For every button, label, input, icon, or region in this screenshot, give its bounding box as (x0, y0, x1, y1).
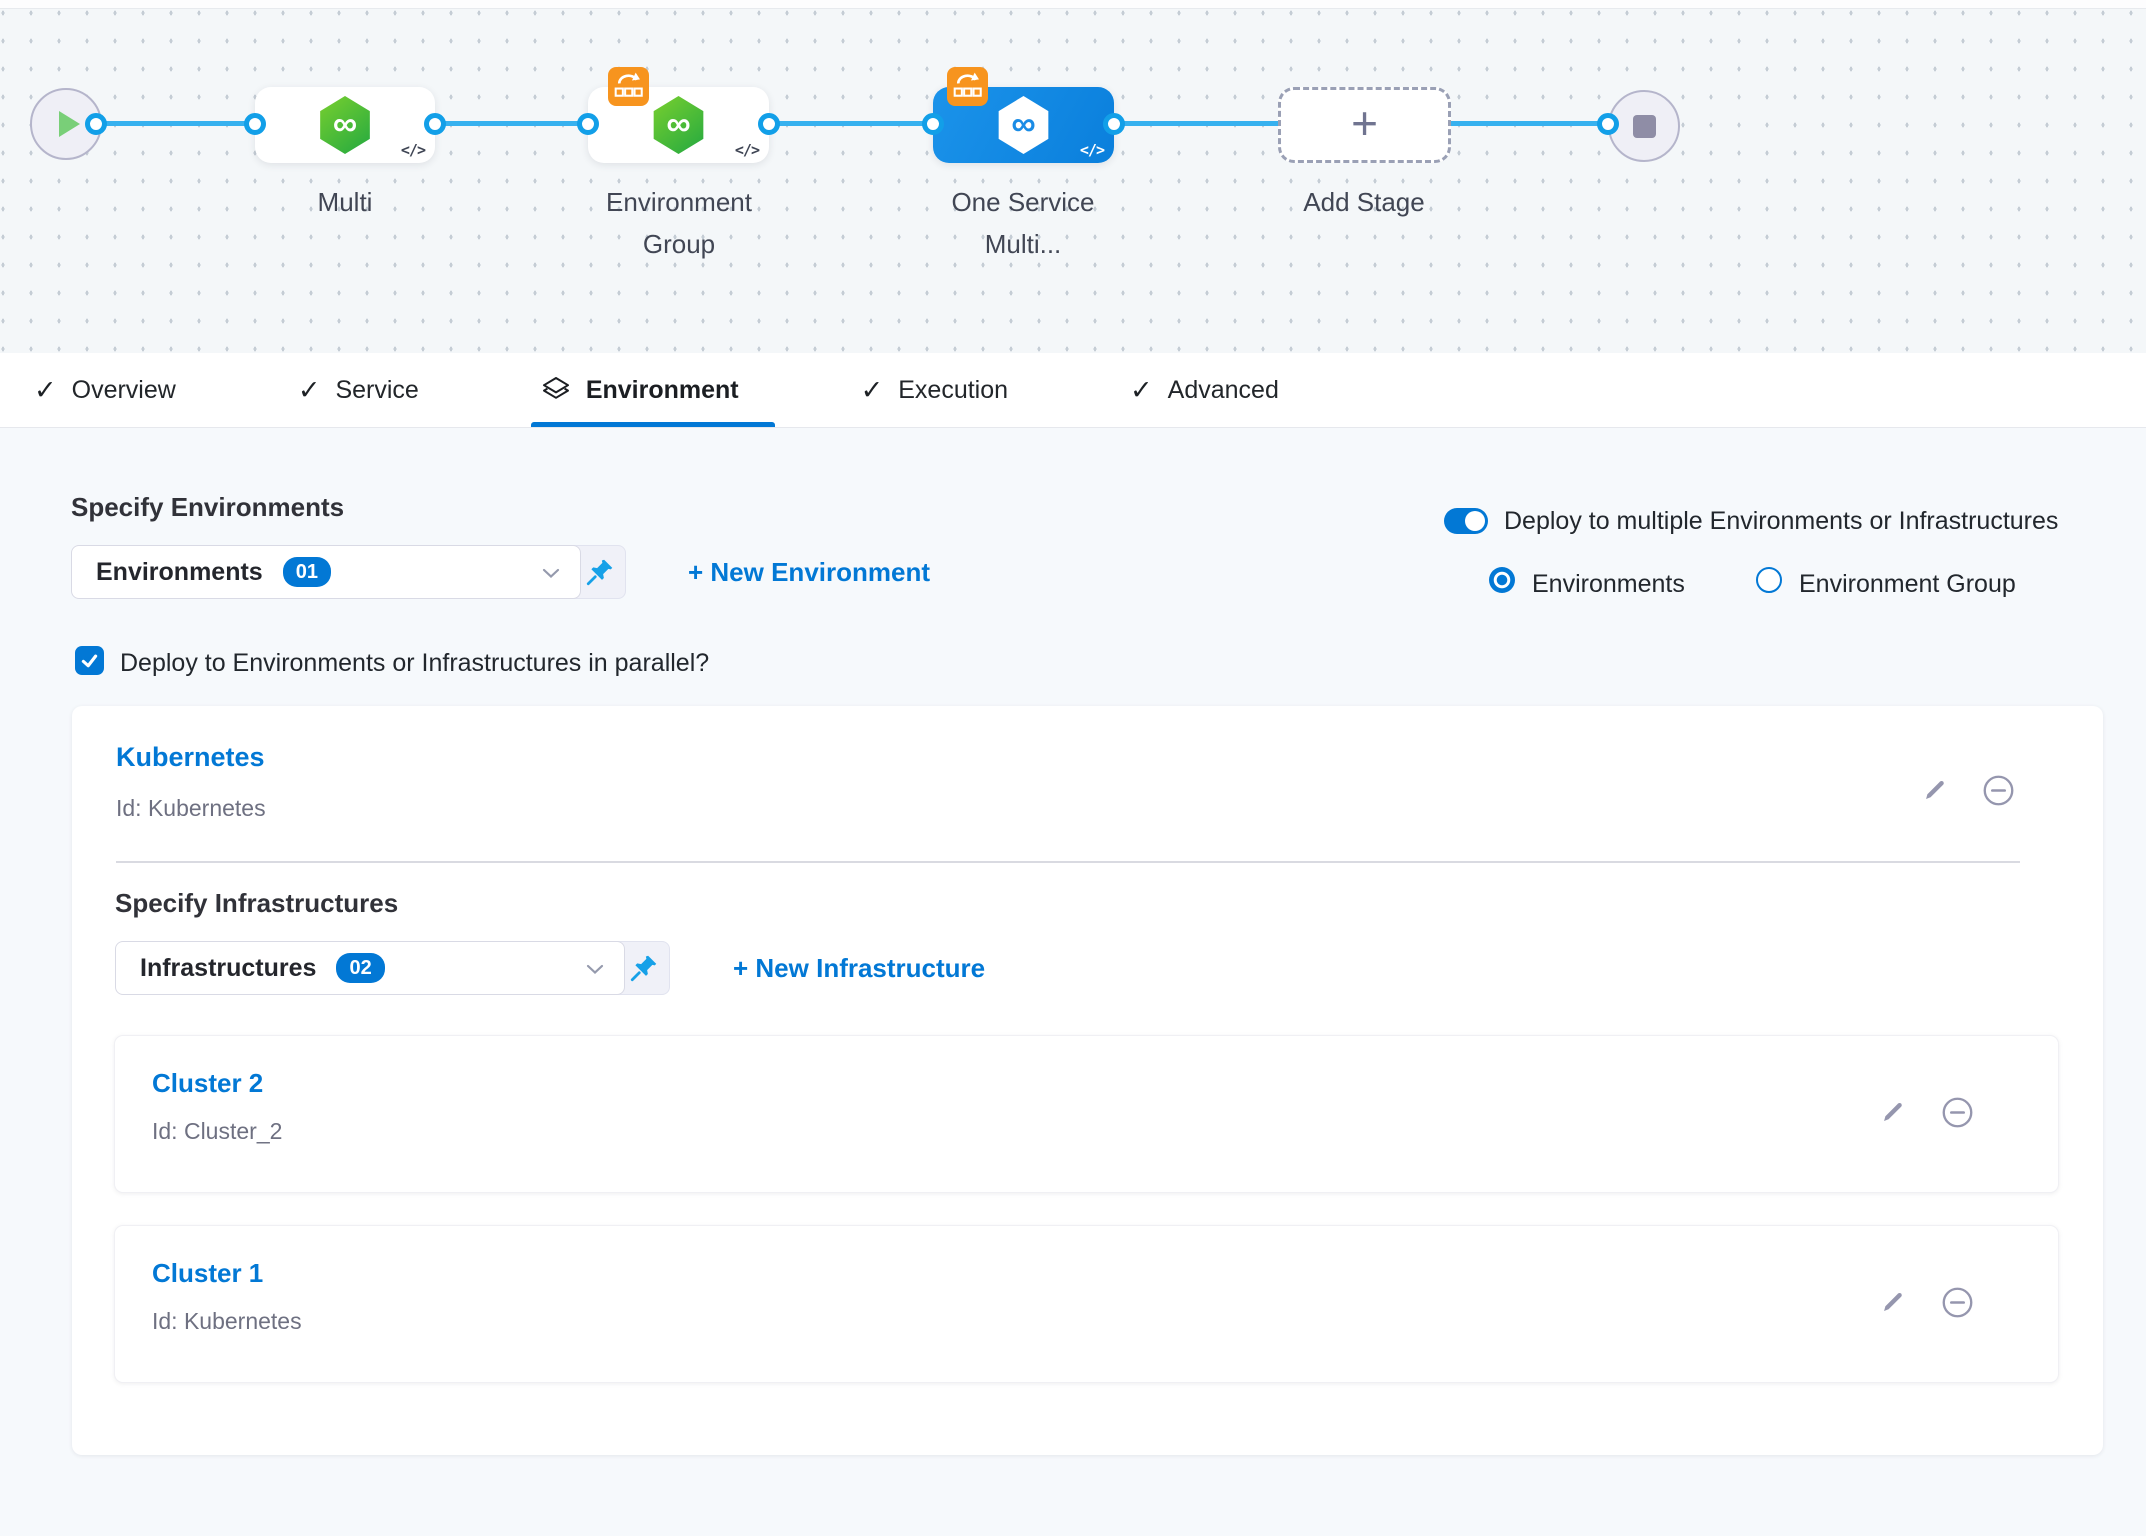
edge-port[interactable] (85, 113, 107, 135)
infrastructure-name-link[interactable]: Cluster 2 (152, 1068, 264, 1098)
tab-label: Overview (71, 375, 176, 404)
pencil-icon (1884, 1102, 1902, 1121)
environments-dropdown: Environments 01 (71, 545, 626, 599)
harness-service-icon: ∞ (320, 96, 370, 154)
pin-icon (586, 559, 612, 586)
radio-environments[interactable] (1489, 567, 1515, 593)
edge-port[interactable] (244, 113, 266, 135)
harness-service-icon: ∞ (998, 96, 1049, 154)
remove-infrastructure-button[interactable] (1941, 1096, 1974, 1129)
pipeline-end-node[interactable] (1608, 90, 1680, 162)
stage-label-environment-group: Environment Group (606, 187, 752, 259)
specify-infrastructures-label: Specify Infrastructures (115, 888, 399, 918)
stop-icon (1632, 114, 1656, 138)
count-badge: 01 (282, 557, 331, 587)
pipeline-edge (94, 121, 255, 126)
infrastructure-card-cluster-2 (114, 1035, 2059, 1193)
tab-service[interactable]: ✓ Service (298, 353, 419, 427)
check-icon: ✓ (860, 374, 884, 405)
chevron-down-icon (586, 964, 604, 975)
minus-circle-icon (1942, 1287, 1973, 1318)
specify-environments-label: Specify Environments (71, 492, 345, 522)
radio-environments-label[interactable]: Environments (1532, 570, 1685, 598)
rollback-strategy-icon (608, 67, 649, 106)
edge-port[interactable] (424, 113, 446, 135)
edit-infrastructure-button[interactable] (1879, 1099, 1906, 1126)
deploy-multiple-toggle[interactable] (1444, 508, 1488, 534)
edge-port[interactable] (758, 113, 780, 135)
add-stage-label: Add Stage (1303, 187, 1425, 217)
top-divider-strip (0, 0, 2146, 9)
tab-overview[interactable]: ✓ Overview (34, 353, 176, 427)
add-stage-button[interactable]: + (1278, 87, 1451, 163)
tab-label: Execution (898, 375, 1009, 404)
minus-circle-icon (1983, 775, 2014, 806)
layers-icon (542, 377, 569, 399)
chevron-down-icon (542, 568, 560, 579)
dropdown-value: Infrastructures (140, 953, 317, 982)
new-environment-link[interactable]: + New Environment (688, 557, 930, 587)
pipeline-edge (769, 121, 933, 126)
tab-advanced[interactable]: ✓ Advanced (1130, 353, 1279, 427)
remove-infrastructure-button[interactable] (1941, 1286, 1974, 1319)
radio-environment-group[interactable] (1756, 567, 1782, 593)
tab-environment[interactable]: Environment (530, 353, 775, 427)
infinity-icon: ∞ (332, 105, 358, 143)
tab-label: Advanced (1167, 375, 1279, 404)
check-icon: ✓ (297, 374, 321, 405)
environments-select[interactable]: Environments 01 (71, 545, 581, 599)
infrastructures-select[interactable]: Infrastructures 02 (115, 941, 625, 995)
pin-icon (630, 955, 656, 982)
infrastructure-id: Id: Cluster_2 (152, 1118, 283, 1144)
harness-service-icon: ∞ (653, 96, 704, 154)
minus-circle-icon (1942, 1097, 1973, 1128)
tab-label: Environment (585, 375, 739, 404)
check-icon: ✓ (1130, 374, 1153, 405)
rollback-strategy-icon (947, 67, 988, 106)
toggle-knob (1465, 511, 1485, 531)
remove-environment-button[interactable] (1982, 774, 2015, 807)
edge-port[interactable] (1597, 113, 1619, 135)
edge-port[interactable] (922, 113, 944, 135)
pipeline-canvas[interactable]: ∞ </> Multi ∞ </> Environment Group ∞ < (0, 9, 2146, 353)
check-icon: ✓ (34, 374, 57, 405)
infinity-icon: ∞ (1011, 105, 1036, 143)
deploy-multiple-label: Deploy to multiple Environments or Infra… (1504, 507, 2059, 535)
stage-label-one-service-multi: One Service Multi... (951, 187, 1095, 259)
new-infrastructure-link[interactable]: + New Infrastructure (733, 953, 986, 983)
pipeline-edge (435, 121, 588, 126)
infrastructure-name-link[interactable]: Cluster 1 (152, 1258, 264, 1288)
edge-port[interactable] (577, 113, 599, 135)
stage-node-multi[interactable]: ∞ </> (255, 87, 435, 163)
tab-execution[interactable]: ✓ Execution (861, 353, 1008, 427)
code-icon[interactable]: </> (734, 141, 760, 159)
edit-environment-button[interactable] (1921, 777, 1948, 804)
infrastructure-card-cluster-1 (114, 1225, 2059, 1383)
code-icon[interactable]: </> (400, 141, 426, 159)
parallel-checkbox[interactable] (75, 646, 104, 675)
count-badge: 02 (336, 953, 385, 983)
card-divider (116, 861, 2020, 863)
parallel-checkbox-label[interactable]: Deploy to Environments or Infrastructure… (120, 649, 710, 677)
pencil-icon (1884, 1292, 1902, 1311)
edge-port[interactable] (1103, 113, 1125, 135)
code-icon[interactable]: </> (1079, 141, 1105, 159)
plus-icon: + (1351, 97, 1378, 149)
tab-label: Service (335, 375, 419, 404)
infrastructures-dropdown: Infrastructures 02 (115, 941, 670, 995)
environment-id: Id: Kubernetes (116, 795, 266, 821)
infrastructure-id: Id: Kubernetes (152, 1308, 302, 1334)
play-icon (58, 111, 80, 137)
stage-label-multi: Multi (317, 187, 373, 217)
check-icon (81, 654, 98, 668)
pin-button[interactable] (617, 941, 670, 995)
pipeline-start-node[interactable] (30, 88, 102, 160)
dropdown-value: Environments (96, 557, 263, 586)
edit-infrastructure-button[interactable] (1879, 1289, 1906, 1316)
pencil-icon (1926, 780, 1944, 799)
radio-environment-group-label[interactable]: Environment Group (1799, 570, 2016, 598)
infinity-icon: ∞ (666, 105, 691, 143)
environment-name-link[interactable]: Kubernetes (116, 742, 265, 772)
stage-tabs: ✓ Overview ✓ Service Environment ✓ Execu… (0, 353, 2146, 428)
